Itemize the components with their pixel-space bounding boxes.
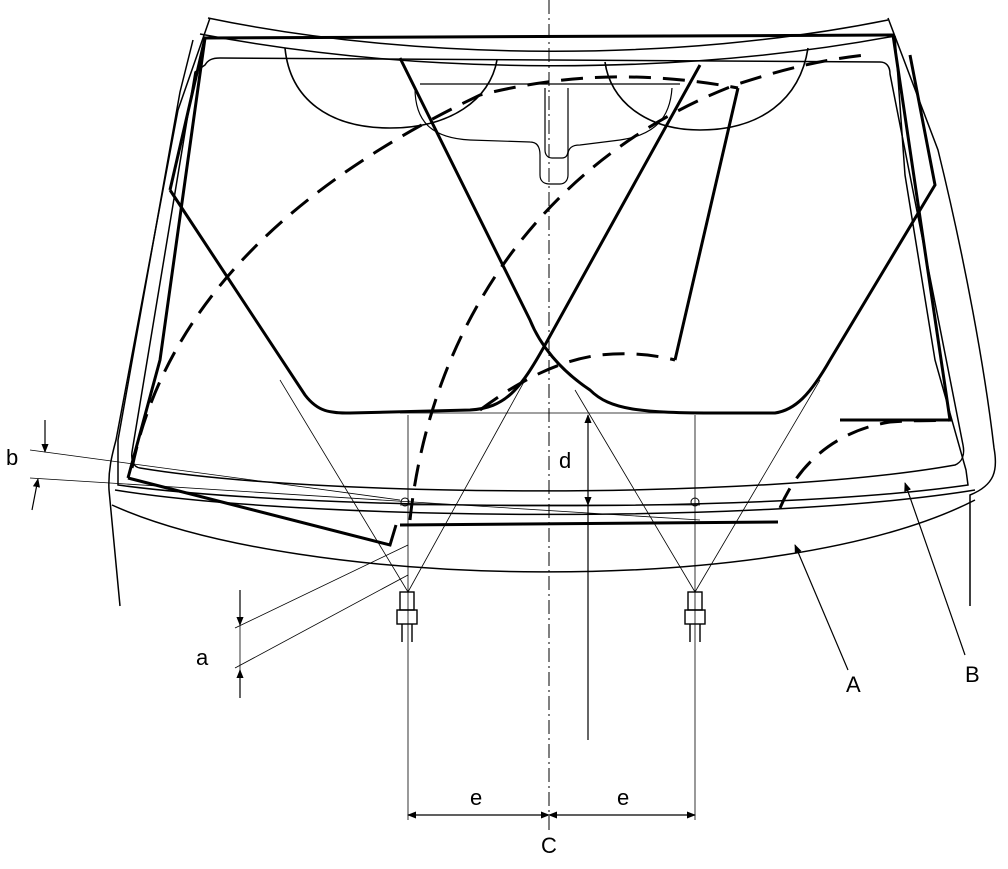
- dimension-b: [31, 420, 49, 511]
- wiper-sweep-dashed: [130, 53, 951, 521]
- wiped-area-thick: [126, 33, 952, 547]
- nozzle-point-left: [400, 497, 410, 507]
- label-a: a: [196, 645, 209, 670]
- windshield-glass: [117, 35, 969, 507]
- label-d: d: [559, 448, 571, 473]
- washer-nozzle-left: [396, 591, 418, 642]
- leader-lines: [794, 482, 966, 671]
- label-e-left: e: [470, 785, 482, 810]
- label-e-right: e: [617, 785, 629, 810]
- washer-nozzle-right: [684, 591, 706, 642]
- label-B: B: [965, 662, 980, 687]
- label-c: C: [541, 833, 557, 858]
- car-body-outline: [108, 17, 997, 607]
- label-b: b: [6, 445, 18, 470]
- label-A: A: [846, 672, 861, 697]
- nozzle-point-right: [690, 497, 700, 507]
- mirror-mount: [414, 83, 680, 185]
- visor-areas: [284, 47, 809, 131]
